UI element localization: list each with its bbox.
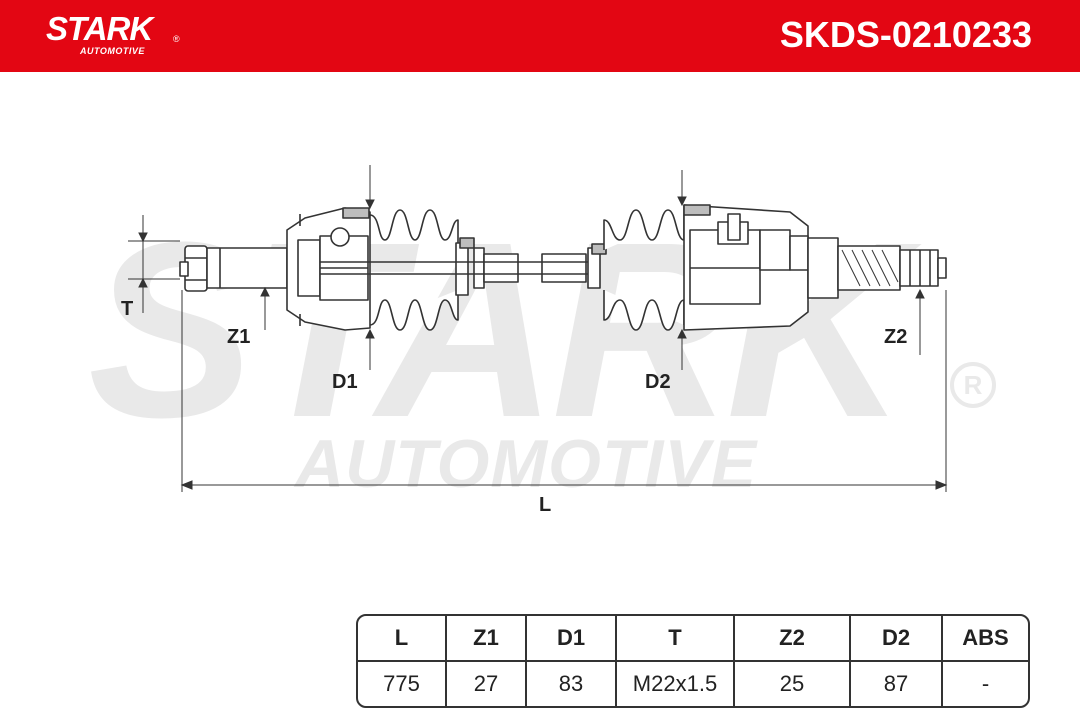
header-d1: D1 <box>527 616 617 662</box>
value-d1: 83 <box>527 662 617 706</box>
value-d2: 87 <box>851 662 943 706</box>
header-t: T <box>617 616 735 662</box>
watermark-registered-mark: R <box>950 362 996 408</box>
header-d2: D2 <box>851 616 943 662</box>
left-boot <box>369 209 485 331</box>
right-spline-stub <box>807 237 947 299</box>
specs-value-row: 775 27 83 M22x1.5 25 87 - <box>358 662 1028 706</box>
value-l: 775 <box>358 662 447 706</box>
value-t: M22x1.5 <box>617 662 735 706</box>
header-z1: Z1 <box>447 616 527 662</box>
left-shaft <box>483 253 519 283</box>
value-z1: 27 <box>447 662 527 706</box>
dimension-label-l: L <box>539 494 551 516</box>
dimension-label-d2: D2 <box>645 371 671 393</box>
right-boot <box>587 209 685 331</box>
right-shaft <box>541 253 587 283</box>
dimension-label-z1: Z1 <box>227 326 250 348</box>
left-stub-shaft <box>206 247 288 289</box>
brand-registered-mark: ® <box>173 34 180 44</box>
dimension-label-z2: Z2 <box>884 326 907 348</box>
header-z2: Z2 <box>735 616 851 662</box>
left-cv-joint <box>286 207 371 331</box>
brand-logo: STARK <box>46 10 153 47</box>
right-cv-joint <box>683 204 809 331</box>
dimension-label-d1: D1 <box>332 371 358 393</box>
specs-table: L Z1 D1 T Z2 D2 ABS 775 27 83 M22x1.5 25… <box>356 614 1030 708</box>
value-abs: - <box>981 671 990 696</box>
header-l: L <box>358 616 447 662</box>
value-z2: 25 <box>735 662 851 706</box>
drive-shaft-drawing: T Z1 D1 D2 Z2 L <box>121 165 948 516</box>
dimension-label-t: T <box>121 298 133 320</box>
brand-subtitle: AUTOMOTIVE <box>80 46 145 56</box>
part-number: SKDS-0210233 <box>779 14 1032 55</box>
header-abs: ABS <box>943 616 1028 662</box>
specs-header-row: L Z1 D1 T Z2 D2 ABS <box>358 616 1028 662</box>
left-nut <box>179 245 208 292</box>
header-bar: STARK ® AUTOMOTIVE SKDS-0210233 <box>0 0 1080 72</box>
watermark-subtitle: AUTOMOTIVE <box>295 426 758 502</box>
